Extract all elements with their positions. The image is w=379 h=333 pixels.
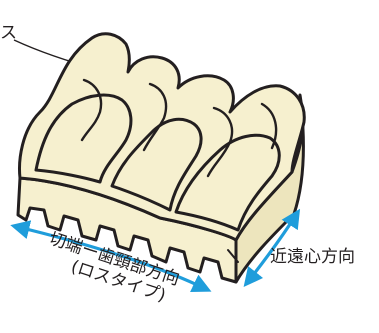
- model-contour-1: [80, 78, 103, 142]
- partial-label-top-left: ス: [0, 23, 17, 43]
- mesiodistal-arrow: [243, 208, 301, 287]
- model-ridge-right: [174, 133, 281, 232]
- mesiodistal-label: 近遠心方向: [270, 247, 355, 267]
- model-ridge-center: [110, 117, 203, 212]
- incisal-gingival-arrow: [10, 220, 212, 292]
- model-contour-2: [142, 82, 168, 152]
- model-contour-3: [206, 106, 234, 178]
- model-detail-mark: [227, 249, 239, 263]
- model-contour-4: [260, 102, 278, 150]
